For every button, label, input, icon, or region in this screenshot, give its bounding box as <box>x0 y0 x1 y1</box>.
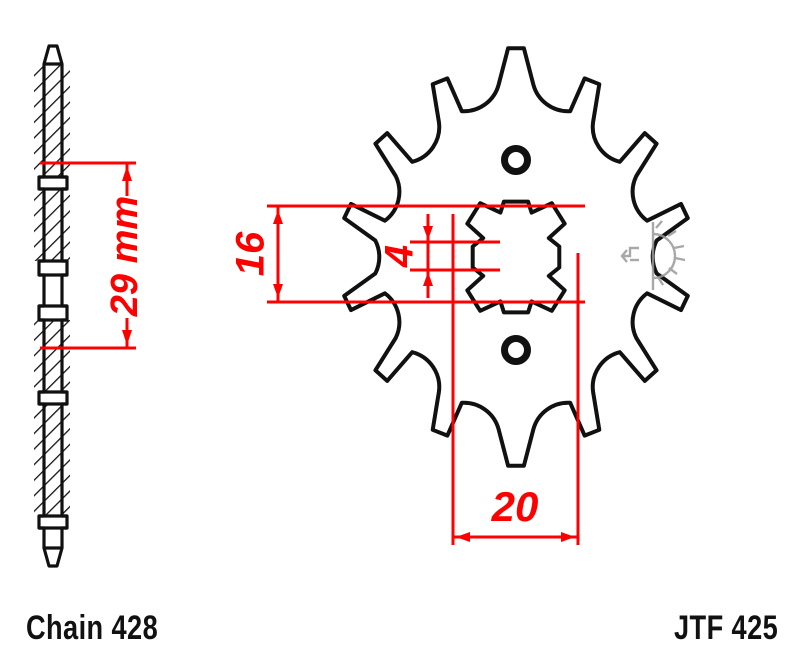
dimension-20-label: 20 <box>491 483 539 530</box>
bolt-hole-bottom <box>501 335 531 365</box>
splined-hub <box>465 199 567 315</box>
dimension-29mm: 29 mm <box>40 161 146 350</box>
dimension-20: 20 <box>451 214 580 545</box>
dimension-16: 16 <box>229 204 585 304</box>
dimension-4-label: 4 <box>378 245 422 268</box>
dimension-16-label: 16 <box>229 231 273 276</box>
dimension-4: 4 <box>378 214 500 298</box>
part-number-label: JTF 425 <box>673 609 778 647</box>
section-step-lines <box>39 62 67 550</box>
front-view-group: 16 4 20 <box>229 46 690 545</box>
side-view-group: 29 mm <box>34 44 146 568</box>
watermark-stamp-icon <box>620 220 686 290</box>
dimension-29mm-label: 29 mm <box>104 196 146 317</box>
bolt-hole-top <box>501 145 531 175</box>
section-hatching <box>34 65 70 516</box>
chain-label: Chain 428 <box>26 609 159 647</box>
